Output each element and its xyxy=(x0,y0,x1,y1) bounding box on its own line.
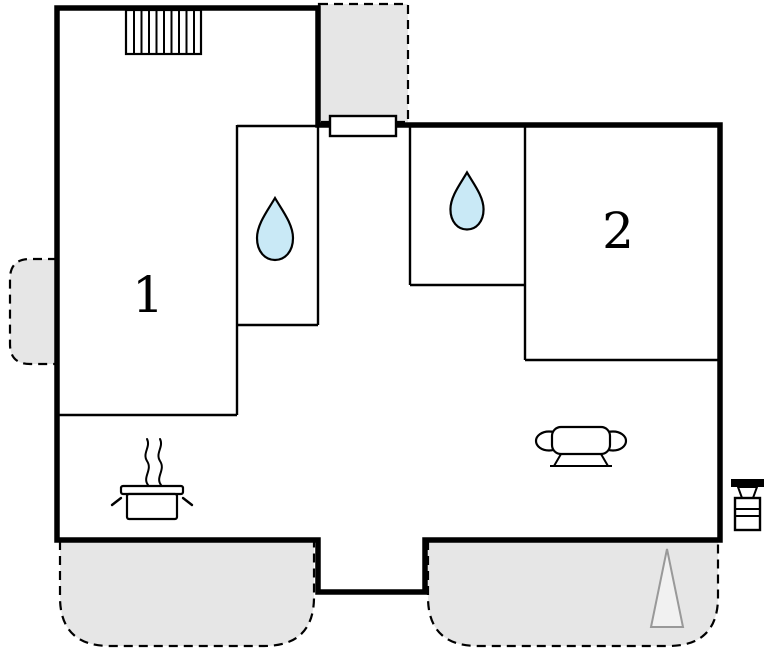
water-drop-icon xyxy=(255,195,295,262)
pot-body xyxy=(125,492,179,521)
tree-icon xyxy=(649,548,685,628)
steam-line xyxy=(144,438,150,486)
sofa-leg-right xyxy=(600,453,609,467)
steaming-pot-icon xyxy=(110,438,194,521)
terrace-top xyxy=(317,2,410,124)
stove-flue xyxy=(736,486,759,499)
water-drop-icon xyxy=(449,170,485,231)
room2-label: 2 xyxy=(602,202,634,260)
steam-line xyxy=(157,438,163,486)
sofa-body xyxy=(550,425,612,456)
sofa-icon xyxy=(534,425,628,467)
stove-body xyxy=(733,496,762,532)
stairs-hatch-lines xyxy=(133,10,195,54)
door-icon xyxy=(328,114,398,138)
stairs-icon xyxy=(124,8,203,56)
pot-handle-right xyxy=(181,496,194,507)
stove-top-bar xyxy=(731,479,764,487)
terrace-left xyxy=(8,257,59,366)
room1-label: 1 xyxy=(132,266,164,324)
pot-handle-left xyxy=(110,496,123,507)
sofa-leg-left xyxy=(553,453,562,467)
terrace-bottom-left xyxy=(58,539,316,648)
wood-stove-icon xyxy=(731,479,764,532)
interior-walls xyxy=(57,124,720,417)
terrace-bottom-right xyxy=(426,539,720,648)
pot-lid xyxy=(119,484,185,496)
